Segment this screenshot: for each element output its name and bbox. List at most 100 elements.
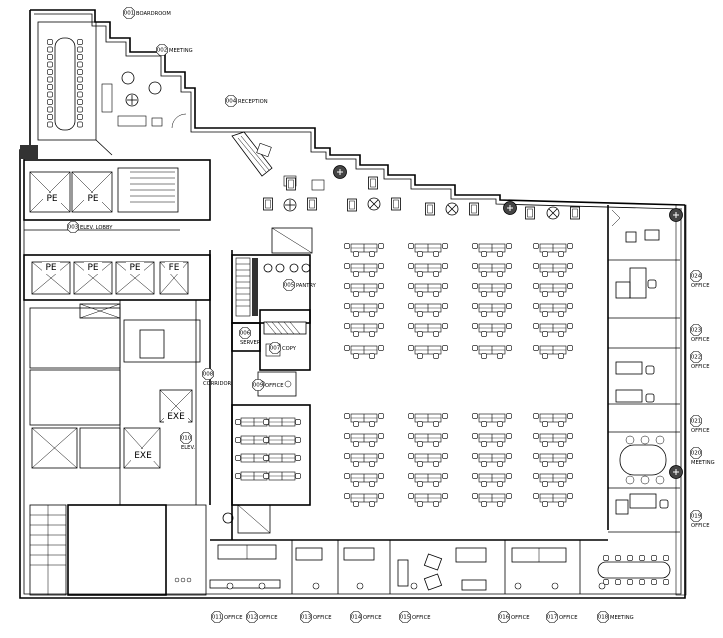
chair: [472, 303, 478, 309]
chair: [77, 99, 83, 105]
chair: [472, 433, 478, 439]
chair: [47, 91, 53, 98]
chair: [442, 323, 448, 329]
marker: [312, 582, 320, 590]
chair: [47, 61, 53, 68]
chair: [472, 345, 478, 351]
desk-pod: [478, 303, 506, 313]
desk-pod: [350, 263, 378, 273]
room-label: OFFICE: [691, 364, 709, 370]
desk-pod: [350, 243, 378, 253]
room-label: ELEV.: [181, 445, 195, 451]
chair: [506, 323, 512, 329]
chair: [639, 579, 645, 585]
chair: [235, 419, 241, 425]
chair: [472, 493, 478, 499]
desk-pod: [539, 323, 567, 333]
chair: [378, 433, 384, 439]
chair: [369, 271, 375, 277]
chair: [344, 283, 350, 289]
chair: [378, 243, 384, 249]
chair: [295, 419, 301, 425]
chair: [481, 441, 487, 447]
chair: [77, 54, 83, 60]
chair: [497, 421, 503, 427]
chair: [378, 453, 384, 459]
chair: [408, 493, 414, 499]
chair: [433, 441, 439, 447]
chair: [627, 579, 633, 585]
desk-pod: [539, 473, 567, 483]
chair: [77, 121, 83, 128]
room-number: 011: [212, 614, 223, 620]
chair: [558, 353, 564, 359]
desk-pod: [414, 493, 442, 503]
marker: [514, 582, 522, 590]
room-number: 002: [157, 47, 168, 53]
chair: [639, 555, 645, 561]
room-number: 017: [547, 614, 558, 620]
chair: [481, 501, 487, 507]
chair: [295, 455, 301, 461]
right-offices: [607, 205, 683, 533]
chair: [533, 493, 539, 499]
chair: [417, 421, 423, 427]
chair: [481, 331, 487, 337]
chair: [558, 271, 564, 277]
room-label: CORRIDOR: [203, 381, 232, 387]
desk-pod: [268, 471, 296, 481]
desk-pod: [350, 473, 378, 483]
chair: [542, 271, 548, 277]
room-number: 013: [301, 614, 312, 620]
desk-pod: [414, 453, 442, 463]
room-number: 012: [247, 614, 258, 620]
desk-pod: [539, 263, 567, 273]
chair: [295, 473, 301, 479]
chair: [533, 323, 539, 329]
desk-pod: [268, 453, 296, 463]
chair: [263, 473, 269, 479]
chair: [378, 345, 384, 351]
chair: [408, 323, 414, 329]
room-number: 001: [124, 10, 135, 16]
desk-pod: [350, 303, 378, 313]
chair: [542, 461, 548, 467]
chair: [533, 453, 539, 459]
chair: [47, 76, 53, 83]
room-label: OFFICE: [511, 615, 529, 621]
chair: [353, 481, 359, 487]
desk-pod: [478, 433, 506, 443]
chair: [542, 331, 548, 337]
chair: [77, 91, 83, 98]
chair: [497, 311, 503, 317]
desk-pod: [414, 303, 442, 313]
chair: [567, 345, 573, 351]
room-number: 022: [691, 354, 702, 360]
room-number: 021: [691, 418, 702, 424]
room-number: 015: [400, 614, 411, 620]
chair: [408, 243, 414, 249]
chair: [497, 501, 503, 507]
chair: [433, 251, 439, 257]
chair: [472, 453, 478, 459]
chair: [408, 283, 414, 289]
chair: [533, 263, 539, 269]
desk-pod: [478, 323, 506, 333]
desk-pod: [478, 283, 506, 293]
room-label: OFFICE: [259, 615, 277, 621]
chair: [378, 473, 384, 479]
chair: [417, 291, 423, 297]
chair: [442, 453, 448, 459]
chair: [481, 481, 487, 487]
desk-pod: [539, 243, 567, 253]
room-meeting-002: [101, 71, 187, 129]
chair: [369, 331, 375, 337]
chair: [442, 433, 448, 439]
